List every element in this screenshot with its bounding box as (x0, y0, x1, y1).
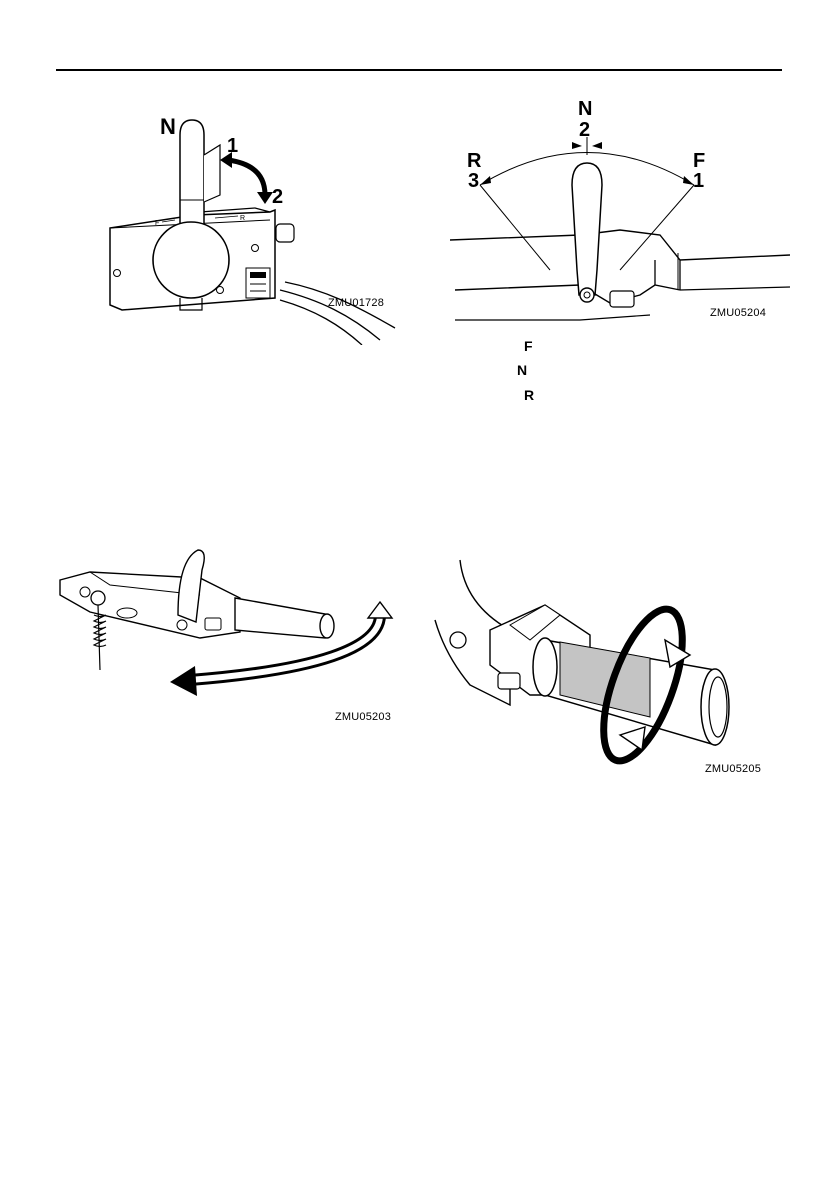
figure-shift-lever-positions: N 2 R 3 F 1 ZMU05204 (450, 95, 790, 330)
svg-text:F: F (155, 220, 159, 227)
legend-forward: F (524, 338, 533, 354)
fig1-label-2: 2 (272, 186, 283, 208)
figure-remote-control-box: F R N 1 2 ZMU01728 (100, 100, 400, 345)
fig2-label-f: F (693, 150, 705, 172)
fig2-label-n-num: 2 (579, 119, 590, 141)
tiller-swing-illustration (50, 540, 400, 730)
fig2-label-n: N (578, 98, 592, 120)
throttle-grip-illustration (430, 545, 790, 780)
fig2-code: ZMU05204 (710, 307, 766, 319)
fig2-label-r: R (467, 150, 482, 172)
fig4-code: ZMU05205 (705, 763, 761, 775)
fig1-label-1: 1 (227, 135, 238, 157)
legend-neutral: N (517, 362, 527, 378)
figure-tiller-swing: ZMU05203 (50, 540, 400, 730)
header-rule (56, 69, 782, 71)
fig1-code: ZMU01728 (328, 297, 384, 309)
svg-text:R: R (240, 215, 245, 222)
shift-lever-illustration: N 2 R 3 F 1 (450, 95, 790, 330)
fig2-label-r-num: 3 (468, 170, 479, 192)
legend-reverse: R (524, 387, 534, 403)
fig3-code: ZMU05203 (335, 711, 391, 723)
figure-throttle-grip: ZMU05205 (430, 545, 790, 780)
fig2-label-f-num: 1 (693, 170, 704, 192)
fig1-label-n: N (160, 114, 176, 139)
